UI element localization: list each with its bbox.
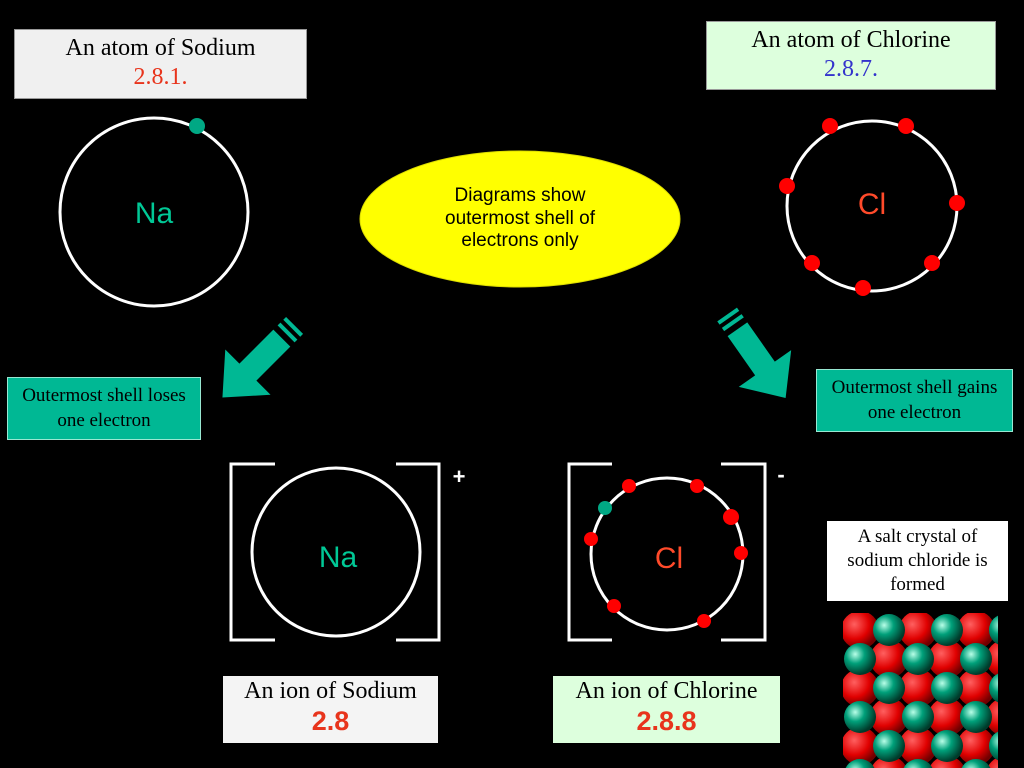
chloride-ion-ball — [843, 727, 879, 765]
sodium-arrow — [222, 316, 304, 398]
chloride-electron — [584, 532, 598, 546]
left-bracket — [229, 462, 275, 642]
chloride-ion-ball — [957, 613, 995, 649]
sodium-ion-ball — [873, 730, 905, 762]
chloride-electron — [622, 479, 636, 493]
sodium-ion-ball — [931, 614, 963, 646]
sodium-ion-ball — [989, 615, 998, 645]
chlorine-electron — [924, 255, 940, 271]
sodium-ion-ball — [931, 672, 963, 704]
sodium-atom-config: 2.8.1. — [133, 63, 188, 90]
sodium-ion-ball — [960, 643, 992, 675]
chloride-ion-symbol: Cl — [655, 542, 683, 575]
chlorine-atom-config: 2.8.7. — [824, 55, 878, 82]
sodium-ion-title: An ion of Sodium — [244, 678, 417, 704]
sodium-shell — [58, 116, 250, 308]
chloride-ion-ball — [928, 640, 966, 678]
sodium-ion-ball — [989, 731, 998, 761]
chlorine-electron — [804, 255, 820, 271]
sodium-ion-shell — [250, 466, 422, 638]
chlorine-atom-label: An atom of Chlorine 2.8.7. — [706, 21, 996, 90]
chloride-ion-ball — [899, 727, 937, 765]
chloride-ion-ball — [957, 727, 995, 765]
salt-crystal-label: A salt crystal of sodium chloride is for… — [827, 521, 1008, 601]
chloride-electron — [690, 479, 704, 493]
chloride-ion-charge: - — [777, 462, 784, 487]
chloride-ion: Cl - — [567, 462, 785, 642]
chloride-ion-ball — [843, 613, 879, 649]
sodium-valence-electron — [189, 118, 205, 134]
left-bracket — [567, 462, 612, 642]
gained-electron — [598, 501, 612, 515]
chlorine-electron — [949, 195, 965, 211]
sodium-change-text: Outermost shell loses one electron — [22, 384, 186, 431]
sodium-atom-title: An atom of Sodium — [65, 35, 256, 61]
chlorine-electron — [898, 118, 914, 134]
sodium-atom-label: An atom of Sodium 2.8.1. — [14, 29, 307, 99]
sodium-ion-ball — [960, 701, 992, 733]
sodium-ion-ball — [961, 759, 991, 768]
chloride-ion-ball — [870, 698, 908, 736]
chlorine-electron — [822, 118, 838, 134]
chlorine-change-label: Outermost shell gains one electron — [816, 369, 1013, 432]
chloride-ion-ball — [843, 669, 879, 707]
sodium-ion-ball — [902, 643, 934, 675]
right-bracket — [721, 462, 767, 642]
chloride-ion-ball — [899, 613, 937, 649]
sodium-ion-ball — [844, 643, 876, 675]
sodium-ion-config: 2.8 — [311, 705, 350, 736]
sodium-ion-ball — [902, 701, 934, 733]
right-bracket — [396, 462, 441, 642]
sodium-ion-symbol: Na — [319, 541, 358, 574]
chloride-ion-ball — [928, 698, 966, 736]
chloride-ion-ball — [870, 640, 908, 678]
note-text-box: Diagrams show outermost shell of electro… — [360, 151, 680, 287]
sodium-ion-ball — [903, 759, 933, 768]
sodium-ion-ball — [844, 701, 876, 733]
sodium-ion-ball — [845, 759, 875, 768]
chloride-ion-title: An ion of Chlorine — [575, 678, 758, 704]
sodium-ion-ball — [873, 614, 905, 646]
chlorine-electron — [779, 178, 795, 194]
sodium-atom: Na — [58, 116, 250, 308]
chlorine-arrow — [717, 307, 792, 399]
sodium-ion: Na + — [229, 462, 466, 642]
sodium-ion-ball — [873, 672, 905, 704]
salt-crystal-image — [843, 613, 998, 768]
chloride-ion-ball — [957, 669, 995, 707]
sodium-symbol: Na — [135, 197, 174, 230]
chloride-electron — [734, 546, 748, 560]
sodium-ion-label: An ion of Sodium 2.8 — [223, 676, 438, 743]
sodium-ion-charge: + — [453, 464, 466, 489]
chlorine-atom: Cl — [779, 118, 965, 296]
sodium-change-label: Outermost shell loses one electron — [7, 377, 201, 440]
sodium-ion-ball — [931, 730, 963, 762]
chlorine-change-text: Outermost shell gains one electron — [831, 376, 998, 423]
chloride-electron — [697, 614, 711, 628]
chloride-ion-config: 2.8.8 — [636, 705, 697, 736]
chloride-ion-ball — [899, 669, 937, 707]
salt-crystal-text: A salt crystal of sodium chloride is for… — [847, 526, 988, 595]
chloride-electron — [607, 599, 621, 613]
chlorine-symbol: Cl — [858, 188, 886, 221]
note-ellipse — [359, 150, 681, 288]
sodium-ion-ball — [989, 673, 998, 703]
chlorine-atom-title: An atom of Chlorine — [751, 27, 951, 53]
note-text: Diagrams show outermost shell of electro… — [445, 184, 595, 252]
chloride-ion-ball — [987, 757, 998, 768]
chloride-electron — [723, 509, 739, 525]
chlorine-electron — [855, 280, 871, 296]
chloride-ion-label: An ion of Chlorine 2.8.8 — [553, 676, 780, 743]
